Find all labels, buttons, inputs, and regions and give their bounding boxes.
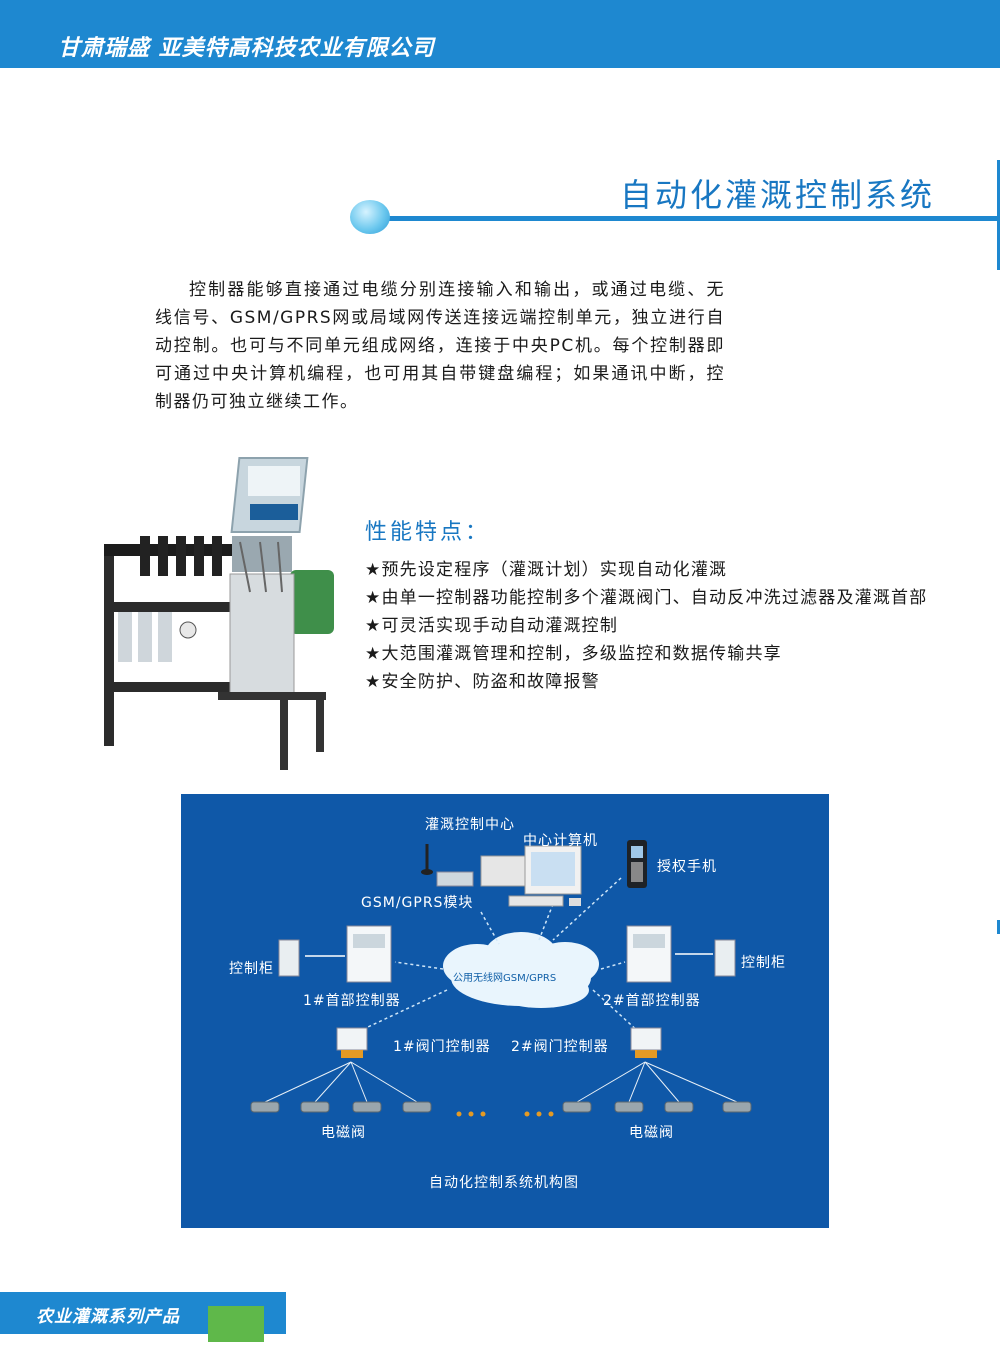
irrigation-controller-machine-image	[104, 457, 334, 770]
right-edge-strip	[997, 160, 1000, 270]
label-head-controller-2: 2#首部控制器	[603, 993, 701, 1009]
right-edge-tick	[997, 920, 1000, 934]
section-title: 自动化灌溉控制系统	[620, 176, 936, 214]
head-controller-1-icon	[346, 925, 392, 983]
title-ball-ornament	[350, 200, 390, 234]
antenna-icon	[421, 844, 433, 875]
phone-icon	[627, 840, 647, 888]
control-cabinet-left-icon	[278, 939, 300, 977]
cloud-shape	[443, 932, 599, 1008]
system-structure-diagram: 灌溉控制中心 中心计算机 授权手机 GSM/GPRS模块 公用无线网GSM/GP…	[181, 794, 829, 1228]
features-list: ★预先设定程序（灌溉计划）实现自动化灌溉 ★由单一控制器功能控制多个灌溉阀门、自…	[365, 556, 955, 696]
feature-item: ★可灵活实现手动自动灌溉控制	[365, 616, 619, 636]
feature-item: ★大范围灌溉管理和控制，多级监控和数据传输共享	[365, 644, 782, 664]
computer-icon	[480, 845, 582, 907]
title-underline	[380, 216, 1000, 221]
diagram-caption: 自动化控制系统机构图	[429, 1175, 579, 1191]
label-phone: 授权手机	[657, 859, 717, 875]
label-cabinet-left: 控制柜	[229, 961, 274, 977]
intro-paragraph: 控制器能够直接通过电缆分别连接输入和输出，或通过电缆、无线信号、GSM/GPRS…	[155, 280, 725, 412]
valve-controller-2-icon	[630, 1027, 662, 1058]
label-central-computer: 中心计算机	[523, 833, 598, 849]
label-head-controller-1: 1#首部控制器	[303, 993, 401, 1009]
feature-item: ★预先设定程序（灌溉计划）实现自动化灌溉	[365, 560, 728, 580]
label-cabinet-right: 控制柜	[741, 955, 786, 971]
footer-label: 农业灌溉系列产品	[36, 1307, 180, 1327]
ellipsis-dots	[456, 1111, 554, 1117]
label-gsm-module: GSM/GPRS模块	[361, 895, 474, 911]
control-cabinet-right-icon	[714, 939, 736, 977]
feature-item: ★安全防护、防盗和故障报警	[365, 672, 600, 692]
label-solenoid-left: 电磁阀	[321, 1125, 366, 1141]
valve-controller-1-icon	[336, 1027, 368, 1058]
top-banner: 甘肃瑞盛 亚美特高科技农业有限公司	[0, 0, 1000, 68]
gsm-module-icon	[436, 871, 474, 887]
label-valve-controller-1: 1#阀门控制器	[393, 1039, 491, 1055]
bottom-green-block	[208, 1306, 264, 1342]
label-solenoid-right: 电磁阀	[629, 1125, 674, 1141]
solenoid-valve-icons	[250, 1101, 752, 1113]
company-name: 甘肃瑞盛 亚美特高科技农业有限公司	[58, 36, 435, 61]
head-controller-2-icon	[626, 925, 672, 983]
features-title: 性能特点：	[365, 520, 491, 545]
label-valve-controller-2: 2#阀门控制器	[511, 1039, 609, 1055]
label-cloud: 公用无线网GSM/GPRS	[453, 973, 557, 984]
feature-item: ★由单一控制器功能控制多个灌溉阀门、自动反冲洗过滤器及灌溉首部	[365, 588, 928, 608]
label-control-center: 灌溉控制中心	[425, 817, 515, 833]
